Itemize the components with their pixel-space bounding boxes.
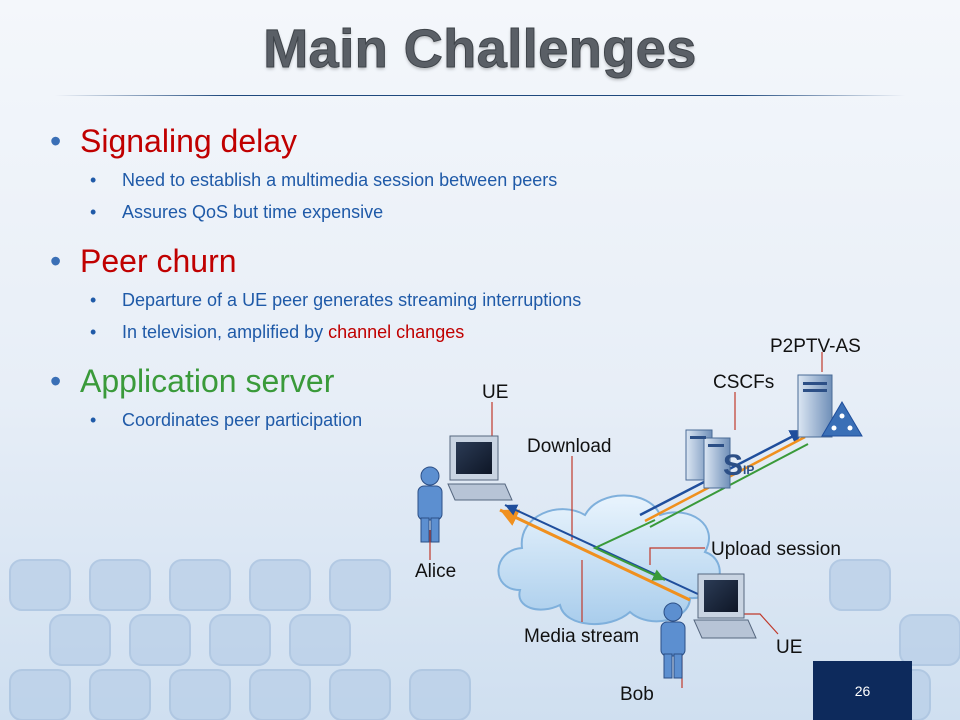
label-bob: Bob	[620, 684, 654, 705]
sub-bullet-coordinates: Coordinates peer participation	[50, 404, 770, 436]
label-cscfs: CSCFs	[713, 372, 774, 393]
page-number: 26	[854, 683, 871, 699]
server-icon	[685, 429, 731, 489]
channel-changes-text: channel changes	[328, 322, 465, 342]
p2ptv-network-diagram: S IP P2PTV-AS CSCFs UE Download	[415, 336, 863, 705]
label-download: Download	[527, 436, 612, 457]
computer-icon-bob	[693, 573, 757, 639]
page-number-box: 26	[813, 661, 912, 720]
media-stream-orange	[499, 508, 691, 602]
bullet-list: Signaling delay Need to establish a mult…	[50, 118, 770, 436]
bullet-peer-churn: Peer churn	[50, 238, 770, 284]
sip-logo-s: S	[723, 449, 743, 482]
bullet-application-server: Application server	[50, 358, 770, 404]
label-p2ptv-as: P2PTV-AS	[770, 336, 861, 357]
bullet-signaling-delay: Signaling delay	[50, 118, 770, 164]
cloud-icon	[497, 494, 721, 625]
label-alice: Alice	[415, 561, 456, 582]
sip-logo-icon: S IP	[723, 449, 754, 482]
label-upload-session: Upload session	[711, 539, 841, 560]
sip-logo-ip: IP	[743, 463, 754, 477]
sub-bullet-qos: Assures QoS but time expensive	[50, 196, 770, 228]
title-divider	[55, 95, 905, 96]
sub-bullet-session: Need to establish a multimedia session b…	[50, 164, 770, 196]
media-stream-blue	[504, 504, 701, 596]
person-icon-bob	[660, 602, 686, 679]
sub-bullet-television: In television, amplified by channel chan…	[50, 316, 770, 348]
label-media-stream: Media stream	[524, 626, 639, 647]
person-icon-alice	[417, 466, 443, 543]
label-ue-top: UE	[482, 382, 508, 403]
computer-icon-alice	[447, 435, 513, 501]
background-tile-pattern	[9, 559, 960, 720]
application-server-icon	[797, 374, 863, 438]
slide-title: Main Challenges	[263, 19, 697, 80]
sub-bullet-departure: Departure of a UE peer generates streami…	[50, 284, 770, 316]
upload-session-green	[592, 519, 666, 581]
label-ue-bottom: UE	[776, 637, 802, 658]
television-text: In television, amplified by	[122, 322, 329, 342]
